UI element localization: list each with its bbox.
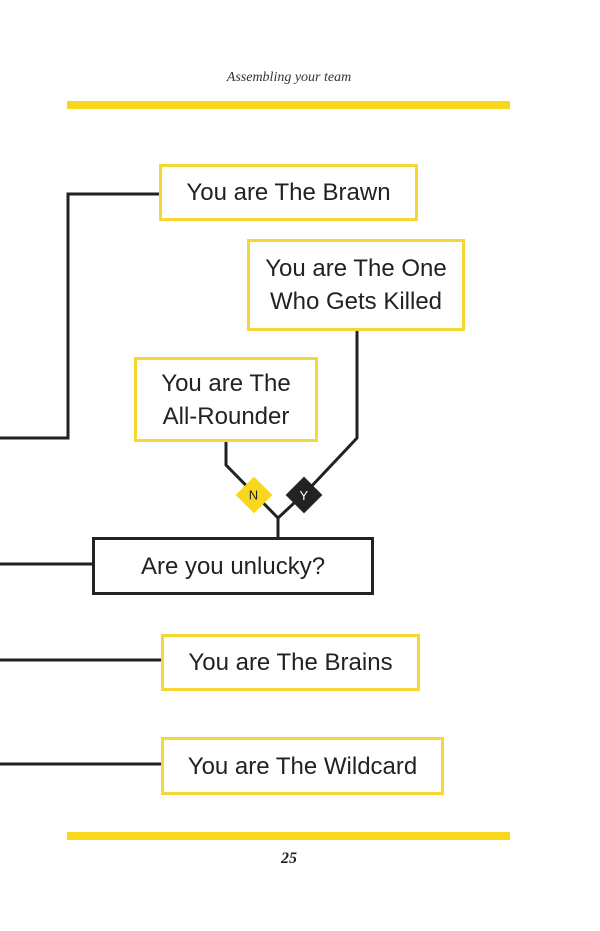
connector-brawn	[0, 192, 160, 440]
running-head: Assembling your team	[226, 70, 352, 85]
outcome-brawn: You are The Brawn	[159, 164, 418, 221]
outcome-one-who-gets-killed: You are The One Who Gets Killed	[247, 239, 465, 331]
outcome-all-rounder: You are The All-Rounder	[134, 357, 318, 442]
outcome-wildcard: You are The Wildcard	[161, 737, 444, 795]
question-unlucky: Are you unlucky?	[92, 537, 374, 595]
page-number: 25	[281, 850, 297, 867]
connector-one-who-gets-killed	[306, 330, 359, 492]
outcome-brains: You are The Brains	[161, 634, 420, 691]
bottom-rule	[67, 832, 510, 840]
top-rule	[67, 101, 510, 109]
